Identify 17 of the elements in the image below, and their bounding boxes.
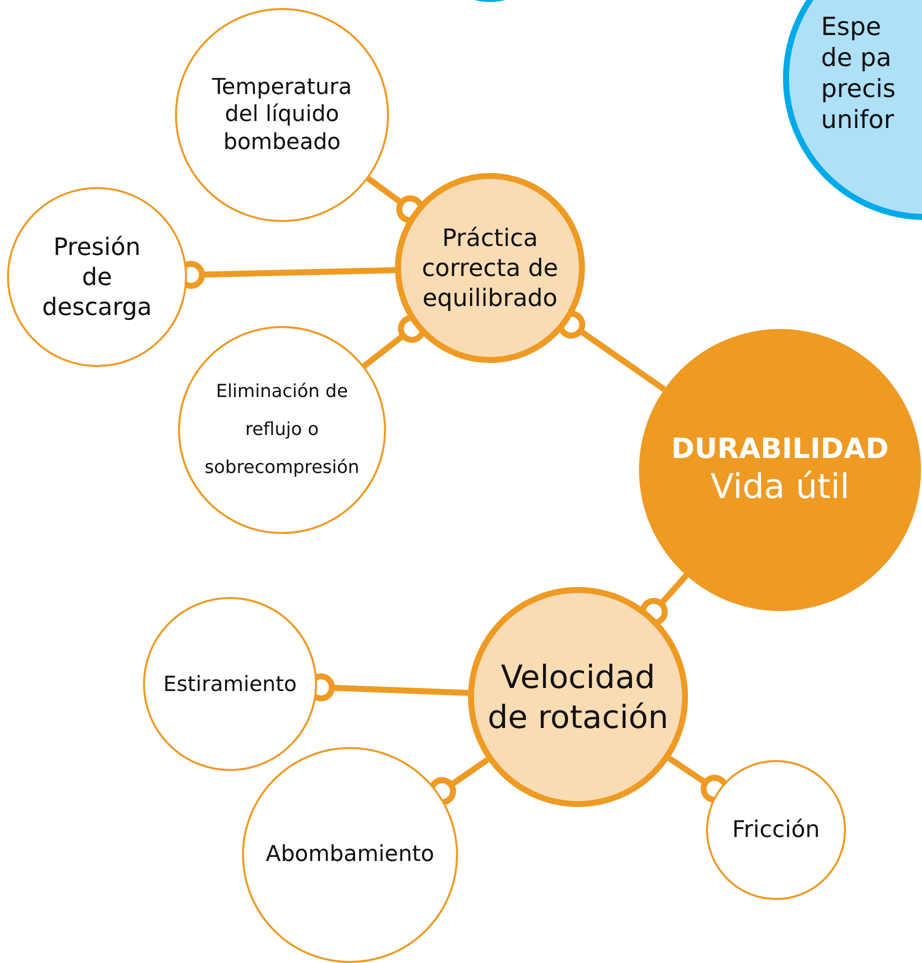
label-text: Temperatura del líquido bombeado xyxy=(211,74,353,156)
connector xyxy=(362,314,426,368)
connector xyxy=(366,176,424,224)
connector xyxy=(428,757,490,806)
title-text: DURABILIDAD xyxy=(671,431,889,466)
label-text: Fricción xyxy=(732,816,820,844)
connector xyxy=(668,756,729,803)
label-text: Presión de descarga xyxy=(41,232,153,322)
connector xyxy=(557,310,666,392)
label-text: Velocidad de rotación xyxy=(486,657,670,737)
label-text: Vida útil xyxy=(710,466,850,509)
label-text: Espe de pa precis unifor xyxy=(821,10,897,136)
label-text: Estiramiento xyxy=(163,670,297,698)
connector xyxy=(640,573,688,626)
label-text: Eliminación de reflujo o sobrecompresión xyxy=(204,380,360,480)
label-text: Práctica correcta de equilibrado xyxy=(420,223,560,313)
label-text: Abombamiento xyxy=(266,841,434,869)
